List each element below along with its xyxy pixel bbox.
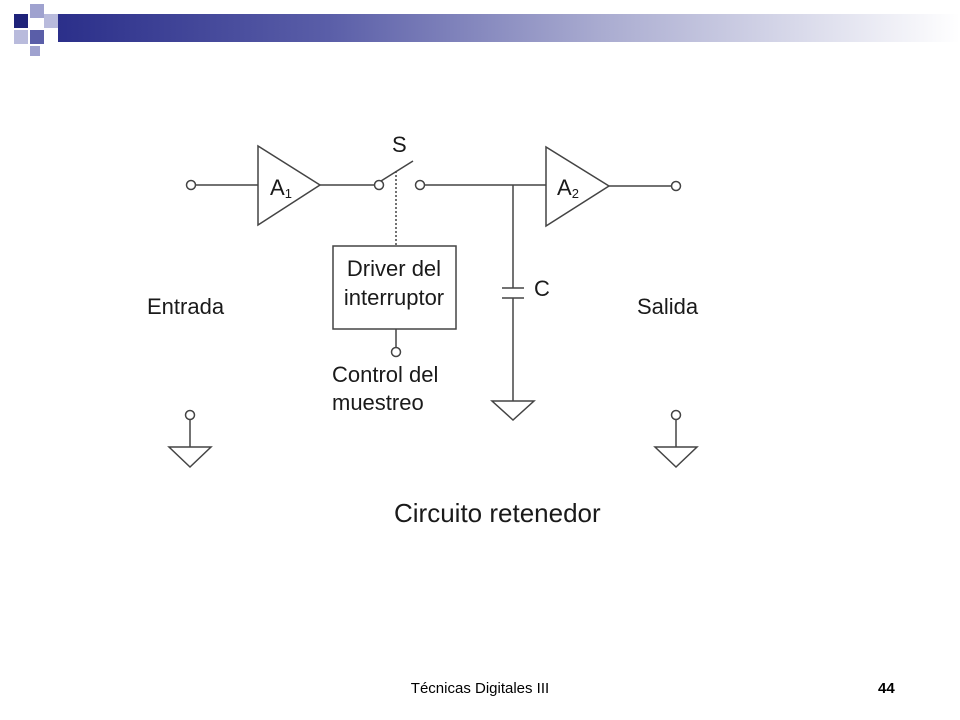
amplifier-a2-label: A2: [557, 175, 579, 201]
input-label: Entrada: [147, 294, 225, 319]
switch-blade: [380, 160, 414, 182]
output-ground-symbol: [653, 446, 699, 469]
capacitor-ground-symbol: [490, 400, 536, 422]
diagram-caption: Circuito retenedor: [394, 498, 601, 528]
amplifier-a1: [257, 144, 322, 227]
header-square-light: [14, 30, 28, 44]
output-terminal: [670, 180, 682, 192]
output-ground-terminal: [670, 409, 682, 421]
output-label: Salida: [637, 294, 699, 319]
input-ground-symbol: [167, 446, 213, 469]
input-terminal: [185, 179, 197, 191]
switch-label: S: [392, 132, 407, 157]
header-square-dark: [14, 14, 28, 28]
driver-label-line1: Driver del: [347, 256, 441, 281]
header-gradient-bar: [58, 14, 960, 42]
input-ground-terminal: [184, 409, 196, 421]
header-square-light: [44, 14, 58, 28]
driver-label-line2: interruptor: [344, 285, 444, 310]
footer-course-title: Técnicas Digitales III: [410, 680, 550, 697]
control-input-terminal: [390, 346, 402, 358]
control-label-line1: Control del: [332, 362, 438, 387]
amplifier-a2: [545, 145, 611, 228]
header-square-mid: [30, 30, 44, 44]
amplifier-a1-label: A1: [270, 175, 292, 201]
capacitor-label: C: [534, 276, 550, 301]
control-label-line2: muestreo: [332, 390, 424, 415]
switch-driver-box: [332, 245, 457, 330]
switch-terminal-right: [414, 179, 426, 191]
header-square-light: [30, 4, 44, 18]
switch-terminal-left: [373, 179, 385, 191]
page-number: 44: [878, 680, 895, 697]
header-square-light: [30, 46, 40, 56]
